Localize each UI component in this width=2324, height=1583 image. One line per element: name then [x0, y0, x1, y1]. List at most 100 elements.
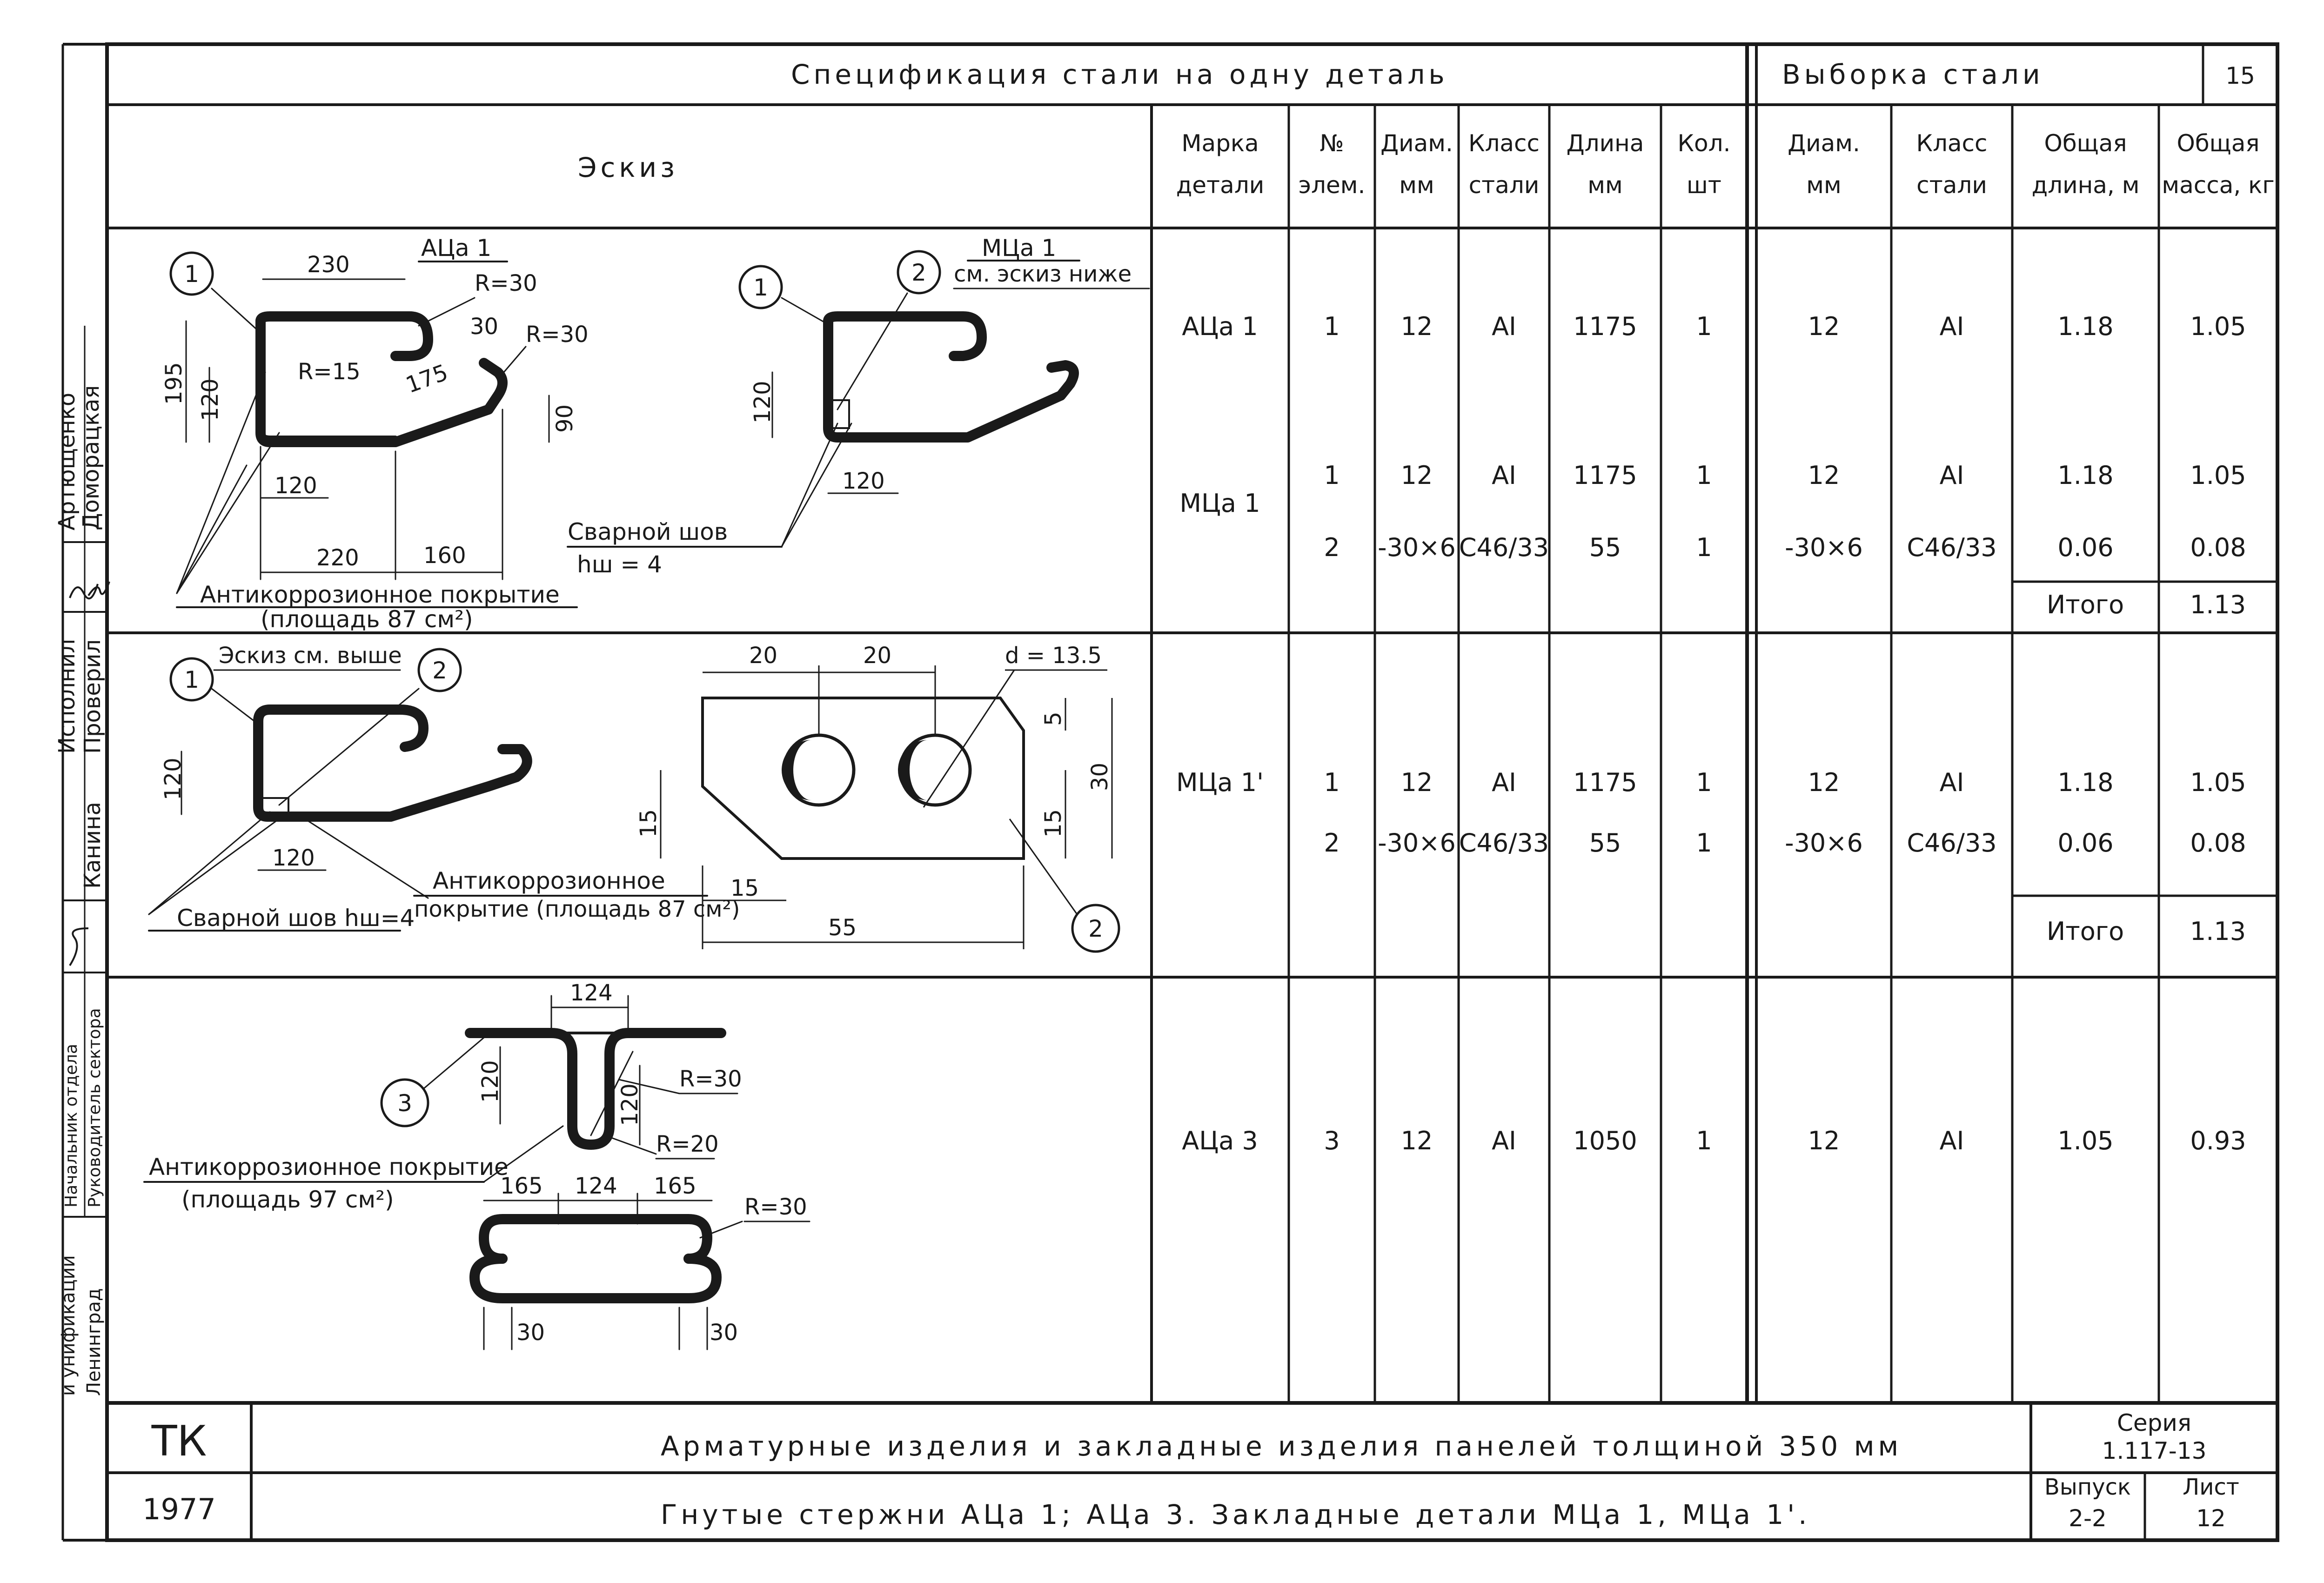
table-cell: 0.93 [2190, 1126, 2246, 1155]
table-cell: АI [1940, 1126, 1964, 1155]
dim-165-right: 165 [654, 1173, 697, 1199]
sketch-title: АЦа 1 [421, 235, 491, 262]
title-block: ТК 1977 Арматурные изделия и закладные и… [142, 1409, 2239, 1532]
dim-r30-bottom: R=30 [744, 1194, 807, 1220]
table-cell: 1 [1324, 312, 1339, 341]
total-label: Итого [2047, 590, 2124, 619]
sketch-note: Эскиз см. выше [219, 643, 402, 669]
page-number: 15 [2225, 62, 2255, 89]
spec-header-top-3: Класс [1468, 130, 1540, 157]
table-cell: 1050 [1573, 1126, 1637, 1155]
table-cell: АI [1940, 768, 1964, 797]
table-cell: АI [1940, 461, 1964, 490]
stamp-proveril: Проверил [80, 639, 106, 754]
table-cell: 1 [1324, 461, 1339, 490]
dim-175: 175 [402, 359, 451, 398]
table-cell: 1.18 [2057, 312, 2113, 341]
table-cell: 1 [1696, 461, 1712, 490]
dim-124: 124 [575, 1173, 617, 1199]
table-cell: 12 [1808, 768, 1840, 797]
table-cell: 1.05 [2190, 768, 2246, 797]
dim-90: 90 [552, 404, 578, 433]
table-cell: 12 [1401, 1126, 1433, 1155]
dim-165-left: 165 [500, 1173, 543, 1199]
spec-header-bottom-1: элем. [1299, 172, 1366, 199]
callout-1: 1 [753, 274, 768, 301]
sel-header-top-3: Общая [2177, 130, 2259, 157]
dim-120: 120 [272, 845, 315, 871]
stamp-nach-otdela: Начальник отдела [62, 1044, 81, 1207]
total-value: 1.13 [2190, 590, 2246, 619]
table-cell: -30×6 [1785, 533, 1863, 562]
part-mark: АЦа 1 [1182, 312, 1258, 341]
table-cell: -30×6 [1378, 533, 1456, 562]
sketch-atsa3: 3 124 120 120 R=30 R=20 Антикоррозионное… [143, 980, 810, 1350]
dim-15-left: 15 [636, 809, 662, 838]
weld-label: Сварной шов hш=4 [177, 905, 415, 932]
dim-195: 195 [161, 362, 187, 405]
coating-area: (площадь 97 см²) [181, 1186, 394, 1213]
sketch-subtitle: см. эскиз ниже [954, 261, 1132, 287]
table-cell: 0.06 [2057, 828, 2113, 858]
table-cell: 12 [1808, 1126, 1840, 1155]
total-label: Итого [2047, 917, 2124, 946]
table-cell: 1.05 [2057, 1126, 2113, 1155]
table-cell: 3 [1324, 1126, 1339, 1155]
series-value: 1.117-13 [2102, 1437, 2207, 1464]
spec-header-top-0: Марка [1181, 130, 1259, 157]
table-cell: 12 [1808, 312, 1840, 341]
spec-header-bottom-3: стали [1469, 172, 1540, 199]
dim-120-vert: 120 [197, 378, 223, 421]
dim-30-right: 30 [710, 1320, 738, 1346]
table-cell: 1 [1696, 1126, 1712, 1155]
title-line-1: Арматурные изделия и закладные изделия п… [661, 1430, 1902, 1462]
table-cell: 1 [1696, 533, 1712, 562]
table-cell: 12 [1401, 312, 1433, 341]
callout-2: 2 [1088, 915, 1103, 942]
dim-124-top: 124 [570, 980, 613, 1006]
table-cell: 1175 [1573, 312, 1637, 341]
sel-header-top-1: Класс [1916, 130, 1987, 157]
weld-height: hш = 4 [577, 551, 662, 578]
dim-120: 120 [275, 473, 317, 499]
spec-header-bottom-0: детали [1176, 172, 1265, 199]
coating-area: (площадь 87 см²) [261, 606, 473, 633]
dim-r30-top: R=30 [475, 270, 537, 296]
table-cell: 55 [1589, 533, 1621, 562]
table-cell: АI [1492, 1126, 1516, 1155]
dim-r30-top: R=30 [679, 1066, 742, 1092]
callout-1: 1 [184, 261, 199, 288]
table-cell: 1 [1696, 828, 1712, 858]
table-cell: 12 [1401, 461, 1433, 490]
sel-header-bottom-0: мм [1806, 172, 1841, 199]
coating-label: Антикоррозионное покрытие [200, 581, 560, 608]
spec-header-bottom-4: мм [1587, 172, 1622, 199]
sketch-header: Эскиз [578, 152, 678, 183]
issue-label: Выпуск [2044, 1474, 2131, 1500]
table-cell: 0.08 [2190, 533, 2246, 562]
stamp-ispolnil: Исполнил [54, 639, 80, 754]
total-value: 1.13 [2190, 917, 2246, 946]
table-cell: 2 [1324, 828, 1339, 858]
coating-label: Антикоррозионное [433, 867, 665, 894]
dim-20-right: 20 [863, 643, 891, 669]
table-cell: 1.18 [2057, 768, 2113, 797]
table-cell: 1.05 [2190, 461, 2246, 490]
dim-30-left: 30 [516, 1320, 545, 1346]
table-cell: 1175 [1573, 768, 1637, 797]
dim-55: 55 [828, 915, 857, 941]
dim-15-right: 15 [1040, 809, 1066, 838]
sketch-title: МЦа 1 [982, 235, 1056, 262]
table-cell: АI [1492, 768, 1516, 797]
part-mark: МЦа 1 [1179, 489, 1260, 518]
table-cell: С46/33 [1907, 828, 1996, 858]
table-cell: С46/33 [1907, 533, 1996, 562]
spec-header-bottom-2: мм [1399, 172, 1434, 199]
table-cell: АI [1940, 312, 1964, 341]
stamp-kanina: Канина [80, 802, 106, 889]
part-mark: МЦа 1' [1176, 768, 1264, 797]
sel-header-top-0: Диам. [1788, 130, 1860, 157]
callout-2: 2 [432, 657, 447, 684]
